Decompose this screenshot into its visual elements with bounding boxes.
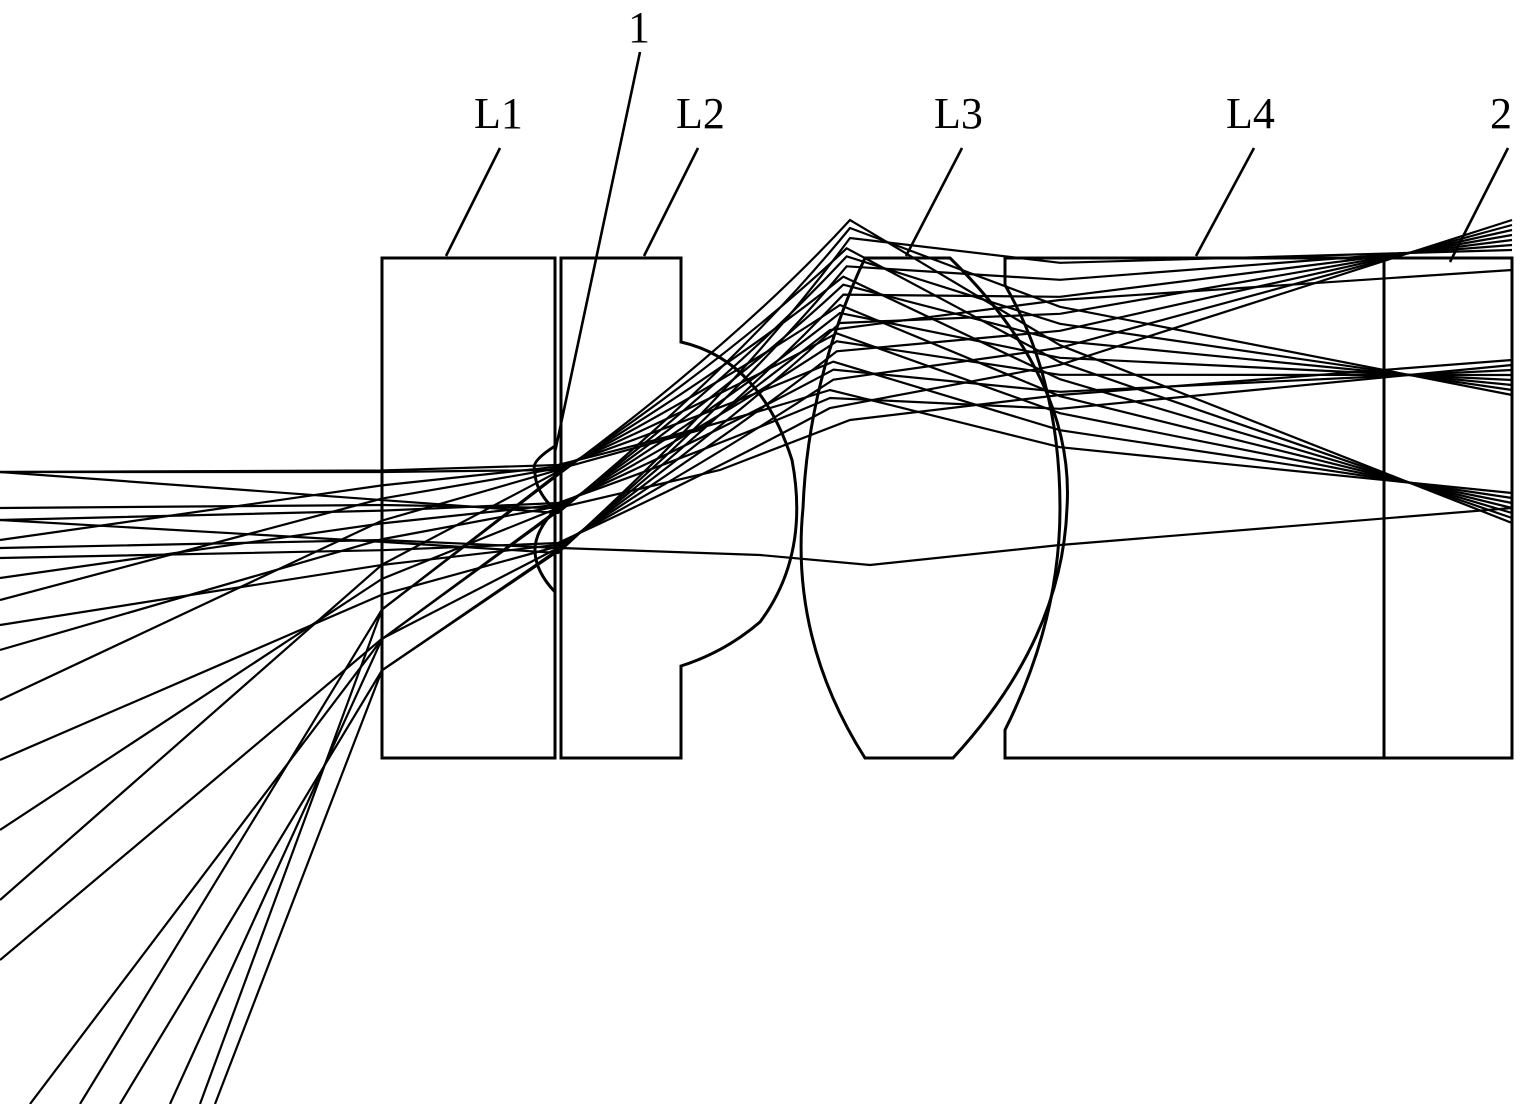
leader-2 — [1448, 147, 1510, 263]
leader-l3 — [904, 147, 964, 257]
lens-l2 — [559, 256, 799, 760]
ray — [0, 236, 1513, 555]
label-l4: L4 — [1226, 89, 1275, 138]
ray — [0, 388, 1513, 495]
ray — [0, 368, 1513, 580]
label-l2: L2 — [676, 89, 725, 138]
ray — [0, 268, 1513, 474]
leader-l2 — [642, 147, 700, 257]
leader-stop-1 — [553, 51, 642, 453]
lens-l2-front-bump — [532, 444, 558, 594]
label-stop-1: 1 — [628, 3, 650, 52]
leader-l1 — [444, 147, 502, 257]
ray — [0, 506, 1513, 567]
ray — [0, 226, 1513, 515]
ray — [0, 303, 1513, 701]
label-l3: L3 — [934, 89, 983, 138]
lens-l3 — [799, 256, 1069, 760]
label-2: 2 — [1490, 89, 1512, 138]
ray — [198, 218, 1513, 1104]
leader-l4 — [1194, 147, 1256, 257]
ray — [0, 332, 1513, 602]
lens-l4 — [1003, 256, 1386, 760]
image-plate-2 — [1384, 256, 1514, 760]
ray-bundle — [0, 218, 1513, 1104]
lens-l1 — [380, 256, 557, 760]
label-l1: L1 — [474, 89, 523, 138]
